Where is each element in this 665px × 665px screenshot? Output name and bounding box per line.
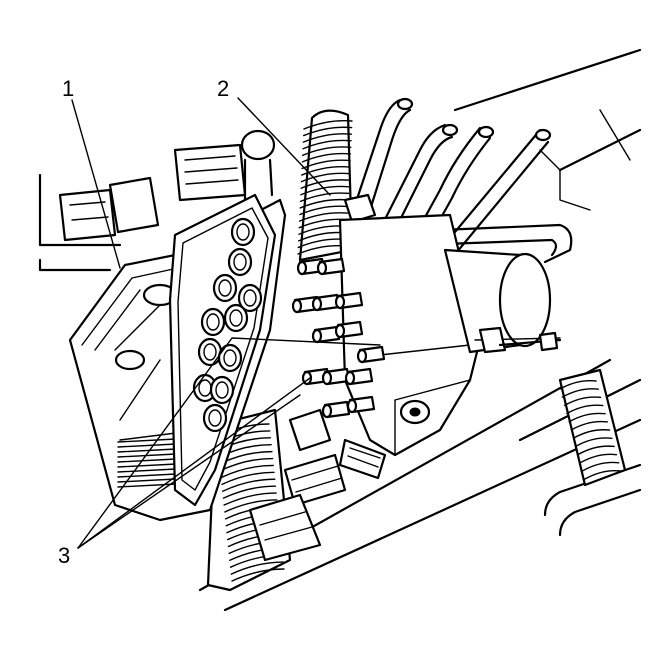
conduit-rib [223,492,277,506]
callout-3: 3 [58,543,70,568]
conduit-rib [299,192,350,203]
conduit-rib [577,445,615,456]
cooling-fin [117,438,177,443]
cooling-fin [117,463,177,468]
leader-line-3c [77,337,381,549]
conduit-rib [563,396,602,407]
cooling-fin [117,453,177,458]
coil-well-inner [229,309,243,327]
cooling-fin [117,478,177,483]
callout-2: 2 [217,76,229,101]
coil-well-inner [233,253,247,271]
leader-line-1 [71,99,121,269]
coil-well-inner [236,223,250,241]
coil-well-inner [206,313,220,331]
conduit-rib [566,404,604,415]
coil-well [223,303,249,333]
pin-tip [334,323,346,339]
conduit-rib [231,568,285,582]
conduit-rib [302,126,353,137]
conduit-rib [301,166,351,176]
conduit-rib [575,437,613,447]
pin-tip [296,260,308,276]
conduit-rib [301,152,352,163]
coil-well-inner [215,381,229,399]
conduit-rib [298,212,349,222]
conduit-rib [303,119,353,130]
coil-well-inner [218,279,232,297]
pin-tip [321,403,333,419]
pin-tip [356,348,368,364]
conduit-rib [561,388,599,398]
coil-well [212,273,238,303]
wiring-conduit-right [558,368,627,487]
conduit-rib [221,471,275,486]
cooling-fin [117,483,177,488]
conduit-rib [222,478,276,492]
coil-well-inner [208,409,222,427]
conduit-rib [224,499,278,513]
conduit-rib [299,205,349,216]
conduit-rib [302,139,352,150]
conduit-rib [220,464,274,479]
coil-well [230,217,256,247]
coil-well [227,247,253,277]
conduit-rib [570,420,609,431]
pin-tip [321,370,333,386]
coil-well [237,283,263,313]
conduit-rib [572,429,611,439]
callout-1: 1 [62,76,74,101]
cooling-fin [117,448,177,453]
coil-well [217,343,243,373]
coil-well-inner [243,289,257,307]
coil-well [202,403,228,433]
leader-line-3b [77,394,301,549]
conduit-rib [559,379,597,390]
conduit-rib [584,469,622,480]
coil-well-inner [223,349,237,367]
conduit-rib [302,133,353,143]
conduit-rib [300,179,350,189]
conduit-rib [300,172,351,183]
conduit-rib [579,453,618,464]
pin-tip [334,294,346,310]
cooling-fin [117,473,177,478]
coil-well-inner [203,343,217,361]
conduit-rib [230,561,284,575]
cooling-fin [117,468,177,473]
cooling-fin [117,443,177,448]
conduit-rib [222,485,277,499]
conduit-rib [300,185,350,196]
coil-well [209,375,235,405]
pin-tip [311,328,323,344]
pin-tip [291,298,303,314]
conduit-rib [568,412,606,423]
pin-tip [311,296,323,312]
coil-well [200,307,226,337]
leader-line-2 [237,97,331,196]
pin-tip [316,260,328,276]
coil-well [197,337,223,367]
leader-line-3a [77,377,311,549]
leader-lines [71,97,381,549]
hydraulic-valve-body [338,213,562,480]
solenoid-pins [291,257,386,419]
conduit-rib [582,461,620,472]
conduit-rib [302,146,352,157]
pin-tip [346,398,358,414]
conduit-rib [301,159,351,170]
lower-connectors [248,408,347,562]
cooling-fin [117,458,177,463]
pin-tip [344,370,356,386]
